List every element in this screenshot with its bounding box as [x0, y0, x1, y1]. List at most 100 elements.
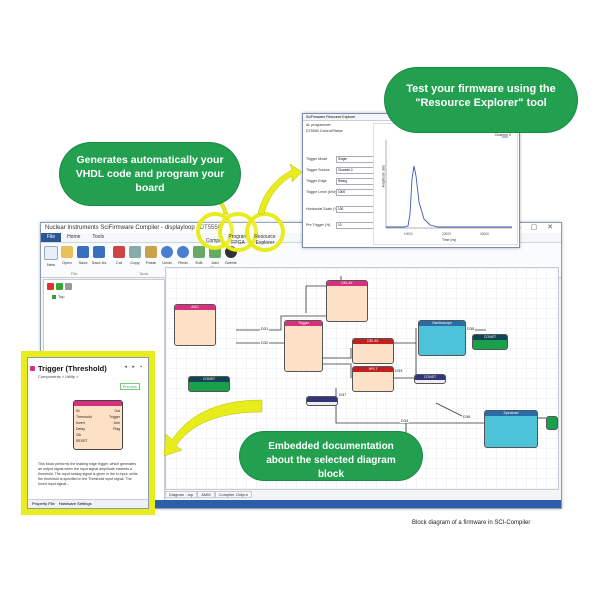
window-controls[interactable]: – ▢ ✕	[516, 224, 557, 231]
diagram-block-const-3[interactable]: CONST	[414, 374, 446, 384]
close-project-icon[interactable]	[47, 283, 54, 290]
pin-right: Arm	[113, 421, 120, 425]
settings-icon[interactable]	[65, 283, 72, 290]
pin-left: IN	[76, 409, 80, 413]
redo-button[interactable]: Redo	[175, 246, 191, 265]
diagram-block-delay[interactable]: DELAY	[326, 280, 368, 322]
save-as-button[interactable]: Save As	[91, 246, 107, 265]
window-title: Nuclear Instruments SciFirmware Compiler…	[45, 225, 222, 231]
diagram-block-adc[interactable]: ADC	[174, 304, 216, 346]
resource-explorer-settings: AL programmer DT5550 Control/Status Trig…	[306, 123, 375, 243]
plot-xtick: 20000	[442, 232, 451, 236]
wire-label: D31	[260, 326, 270, 331]
diagram-block-spectrum[interactable]: Spectrum	[484, 410, 538, 448]
diagram-block-trigger[interactable]: Trigger	[284, 320, 323, 372]
preview-tag[interactable]: Preview	[119, 383, 140, 390]
undo-button[interactable]: Undo	[159, 246, 175, 265]
tab-compiler-output[interactable]: Compiler Output	[214, 491, 252, 498]
tab-diagram[interactable]: Diagram - top	[165, 491, 198, 498]
resource-explorer-label: Resource Explorer	[254, 234, 276, 246]
plot-legend: Channel 0	[494, 133, 511, 137]
pin-right: Trigger	[109, 415, 120, 419]
ribbon-toolbar: New Open Save Save As Cut Copy Paste Und…	[41, 243, 561, 278]
resource-explorer-highlight[interactable]: Resource Explorer	[245, 212, 285, 252]
pin-left: Threshold	[76, 415, 92, 419]
menu-home[interactable]: Home	[67, 234, 81, 240]
doc-subtitle: Components > Utility >	[38, 374, 79, 379]
diagram-block-delay-2[interactable]: DELAY	[352, 338, 394, 364]
pin-right: Flag	[113, 427, 120, 431]
trigger-source-select[interactable]: Channel 0	[336, 167, 375, 174]
documentation-panel: Trigger (Threshold) Components > Utility…	[27, 357, 149, 509]
plot-xlabel: Time (ns)	[442, 238, 457, 242]
horizontal-scale-input[interactable]: 100	[336, 206, 375, 213]
menu-file[interactable]: File	[41, 233, 62, 242]
trigger-mode-select[interactable]: Single	[336, 156, 375, 163]
field-label: Trigger Source	[306, 168, 330, 172]
trigger-level-input[interactable]: 1000	[336, 189, 375, 196]
diagram-block-const[interactable]: CONST	[472, 334, 508, 350]
field-label: Trigger Edge	[306, 179, 327, 183]
footer-tab[interactable]: Property File	[32, 501, 55, 506]
diagram-block-oscilloscope[interactable]: Oscilloscope	[418, 320, 466, 356]
save-icon	[77, 246, 89, 258]
copy-icon	[129, 246, 141, 258]
diagram-block-hplt[interactable]: HPLT	[352, 366, 394, 392]
paste-icon	[145, 246, 157, 258]
new-button[interactable]: New	[43, 246, 59, 267]
diagram-block-param[interactable]	[306, 396, 338, 406]
plot-xtick: 10000	[404, 232, 413, 236]
compile-button-label: Compile	[205, 238, 225, 244]
main-window: Nuclear Instruments SciFirmware Compiler…	[40, 222, 562, 509]
vhdl-callout: Generates automatically your VHDL code a…	[60, 143, 240, 205]
tree-node-icon	[52, 294, 56, 299]
pre-trigger-input[interactable]: 10	[336, 222, 375, 229]
menu-bar: File Home Tools	[41, 233, 561, 243]
edit-icon	[193, 246, 205, 258]
pin-left: Clk	[76, 433, 82, 437]
tree-item[interactable]: AL programmer	[306, 123, 331, 127]
menu-tools[interactable]: Tools	[92, 234, 105, 240]
field-label: Horizontal Scale (%)	[306, 207, 339, 211]
panel-controls[interactable]: ◂ ▸ ▪	[124, 364, 144, 370]
copy-button[interactable]: Copy	[127, 246, 143, 265]
tab-amm[interactable]: AMM	[197, 491, 215, 498]
cut-button[interactable]: Cut	[111, 246, 127, 265]
wire-label: D34	[400, 418, 410, 423]
group-file-label: File	[71, 271, 78, 276]
redo-icon	[177, 246, 189, 258]
folder-icon	[61, 246, 73, 258]
trigger-edge-select[interactable]: Rising	[336, 178, 375, 185]
field-label: Trigger Mode	[306, 157, 328, 161]
edit-button[interactable]: Edit	[191, 246, 207, 265]
open-button[interactable]: Open	[59, 246, 75, 265]
undo-icon	[161, 246, 173, 258]
wire-label: D33	[394, 368, 404, 373]
cut-icon	[113, 246, 125, 258]
save-button[interactable]: Save	[75, 246, 91, 265]
field-label: Trigger Level (kHz)	[306, 190, 337, 194]
pin-left: Invert	[76, 421, 85, 425]
tree-item-top[interactable]: Top	[58, 294, 65, 299]
wire-label: D36	[462, 414, 472, 419]
program-fpga-label: Program FPGA	[228, 234, 248, 246]
paste-button[interactable]: Paste	[143, 246, 159, 265]
doc-title: Trigger (Threshold)	[38, 364, 107, 373]
diagram-block-const-4[interactable]	[546, 416, 558, 430]
tree-item[interactable]: DT5550 Control/Status	[306, 129, 343, 133]
pin-left: Delay	[76, 427, 85, 431]
diagram-block-const-2[interactable]: CONST	[188, 376, 230, 392]
footer-tab[interactable]: Hardware Settings	[58, 501, 92, 506]
trigger-block-preview: IN Threshold Invert Delay Clk RESET Out …	[73, 400, 123, 450]
pin-left: RESET	[76, 439, 88, 443]
wire-label: D37	[338, 392, 348, 397]
add-project-icon[interactable]	[56, 283, 63, 290]
field-label: Pre Trigger (%)	[306, 223, 331, 227]
figure-caption: Block diagram of a firmware in SCI-Compi…	[412, 520, 531, 526]
wire-label: D32	[260, 340, 270, 345]
resource-explorer-callout: Test your firmware using the "Resource E…	[385, 68, 577, 132]
wire-label: D35	[466, 326, 476, 331]
project-tree[interactable]: Top	[52, 294, 64, 299]
